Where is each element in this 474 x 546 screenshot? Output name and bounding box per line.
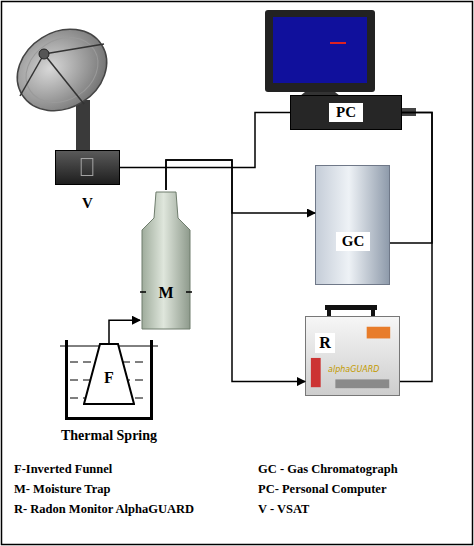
key-text: V - VSAT [258,502,309,517]
connector-line [109,320,140,343]
key-text: PC- Personal Computer [258,482,386,497]
key-text: GC - Gas Chromatograph [258,462,398,477]
connector-line [400,113,432,382]
node-label: Thermal Spring [38,428,180,444]
connector-line [166,160,315,213]
satellite-dish [2,13,122,152]
monitor-handle [325,305,377,316]
vsat-box: V [55,150,120,185]
node-label: F [83,369,135,387]
node-label: M [140,284,192,302]
connector-line [390,113,432,244]
node-label: R [315,333,335,353]
radon-monitor: RalphaGUARD [305,316,400,396]
node-outline [56,151,119,184]
connector-line [166,160,305,382]
inverted-funnel: F [83,343,135,405]
gas-chromatograph: GC [315,165,390,285]
spring-container: Thermal SpringF [65,340,153,420]
key-text: R- Radon Monitor AlphaGUARD [14,502,194,517]
node-outline [306,317,399,395]
node-label: PC [329,103,363,122]
key-text: M- Moisture Trap [14,482,111,497]
node-label: V [46,195,129,212]
computer-box: PC [290,95,402,130]
key-text: F-Inverted Funnel [14,462,112,477]
moisture-trap: M [140,190,192,330]
node-label: GC [336,232,370,251]
connector-line [120,113,290,168]
brand-label: alphaGUARD [328,365,379,374]
node-outline [140,190,192,330]
